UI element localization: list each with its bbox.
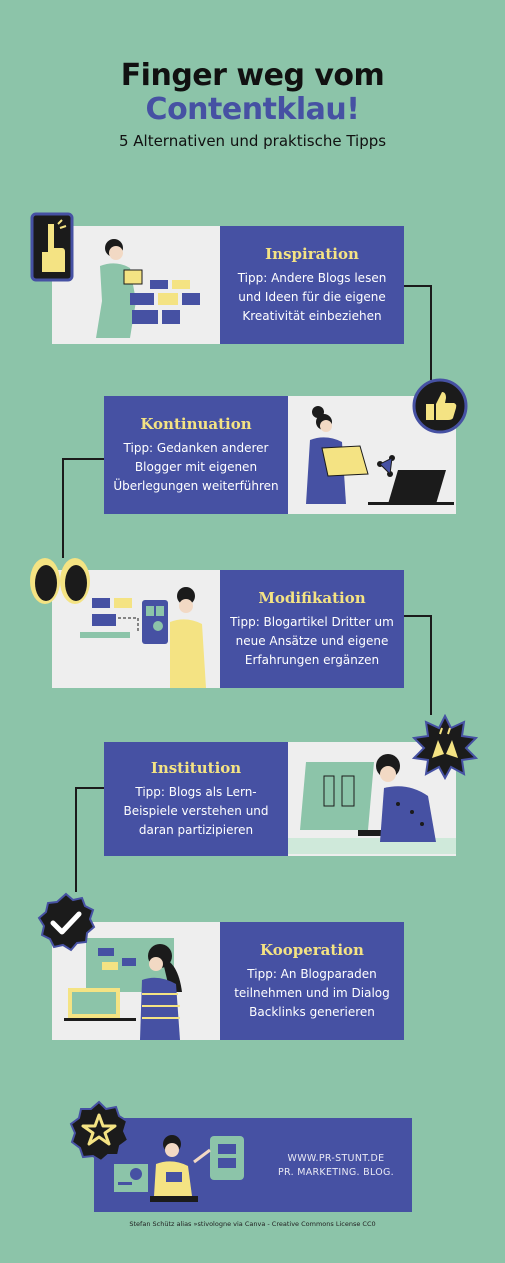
step-4-card: Institution Tipp: Blogs als Lern-Beispie…: [104, 742, 288, 856]
step-5-illustration: [52, 922, 222, 1040]
step-4-illustration: [288, 742, 456, 856]
star-badge-icon: [68, 1100, 130, 1163]
connector-line: [404, 615, 431, 617]
step-2-illustration: [288, 396, 456, 514]
footer-links: WWW.PR-STUNT.DE PR. MARKETING. BLOG.: [268, 1152, 404, 1180]
thumbs-up-icon: [412, 378, 468, 434]
connector-line: [430, 615, 432, 715]
footer-tagline: PR. MARKETING. BLOG.: [277, 1167, 394, 1178]
person-with-charts-illustration: [114, 1135, 244, 1202]
step-2-title: Kontinuation: [140, 414, 252, 433]
title-line-1: Finger weg vom: [120, 58, 385, 93]
step-2-card: Kontinuation Tipp: Gedanken anderer Blog…: [104, 396, 288, 514]
checkmark-badge-icon: [36, 892, 96, 952]
footer-illustration: [110, 1130, 260, 1210]
connector-line: [75, 787, 77, 892]
step-5-card: Kooperation Tipp: An Blogparaden teilneh…: [220, 922, 404, 1040]
person-with-laptop-illustration: [306, 406, 454, 505]
connector-line: [430, 285, 432, 380]
step-1-tip: Tipp: Andere Blogs lesen und Ideen für d…: [237, 270, 387, 323]
step-3-card: Modifikation Tipp: Blogartikel Dritter u…: [220, 570, 404, 688]
person-at-screen-illustration: [288, 754, 456, 854]
title-line-2: Contentklau!: [145, 92, 360, 127]
step-3-title: Modifikation: [258, 588, 366, 607]
step-1-card: Inspiration Tipp: Andere Blogs lesen und…: [220, 226, 404, 344]
subtitle: 5 Alternativen und praktische Tipps: [118, 132, 387, 150]
connector-line: [404, 285, 431, 287]
step-3-tip: Tipp: Blogartikel Dritter um neue Ansätz…: [230, 614, 394, 667]
finger-hand-icon: [30, 212, 74, 282]
step-1-illustration: [52, 226, 222, 344]
person-with-dashboard-illustration: [80, 587, 206, 688]
step-5-title: Kooperation: [260, 940, 364, 959]
person-with-tablet-illustration: [96, 239, 200, 338]
website-link[interactable]: WWW.PR-STUNT.DE: [287, 1153, 385, 1164]
credit-line: Stefan Schütz alias »stivologne via Canv…: [129, 1220, 376, 1228]
connector-line: [62, 458, 64, 558]
connector-line: [62, 458, 104, 460]
step-4-title: Institution: [150, 758, 242, 777]
step-5-tip: Tipp: An Blogparaden teilnehmen und im D…: [234, 966, 390, 1019]
eyes-icon: [28, 555, 92, 607]
step-4-tip: Tipp: Blogs als Lern-Beispiele verstehen…: [123, 784, 269, 837]
clapping-hands-icon: [411, 713, 479, 781]
connector-line: [75, 787, 104, 789]
step-1-title: Inspiration: [265, 244, 359, 263]
person-with-board-illustration: [64, 938, 182, 1040]
step-2-tip: Tipp: Gedanken anderer Blogger mit eigen…: [113, 440, 279, 493]
